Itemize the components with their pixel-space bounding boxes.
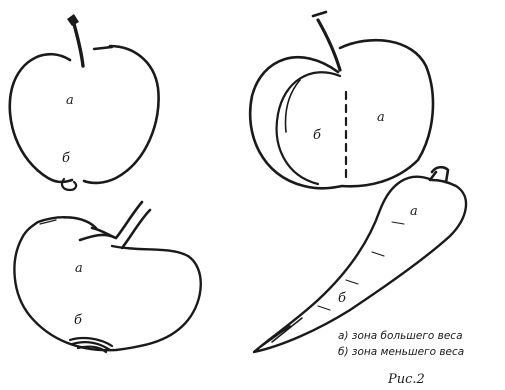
apple-1-label-a: а <box>66 93 74 108</box>
apple-1-label-b: б <box>62 151 70 166</box>
apple-2-stem-tip <box>313 12 326 16</box>
legend-line-a: а) зона большего веса <box>338 330 463 342</box>
potato: а б <box>14 202 200 352</box>
apple-1-top-dash <box>94 47 112 49</box>
carrot-rings <box>318 222 404 310</box>
apple-1-stem <box>73 20 83 66</box>
potato-label-a: а <box>75 261 83 276</box>
legend-line-b: б) зона меньшего веса <box>338 346 464 358</box>
apple-1: а б <box>10 14 159 190</box>
carrot-label-a: а <box>410 204 418 219</box>
apple-2-label-a: а <box>377 110 385 125</box>
apple-2-label-b: б <box>313 128 321 143</box>
carrot-outline <box>254 177 466 352</box>
figure-caption: Рис.2 <box>387 372 425 387</box>
carrot: а б <box>254 167 466 352</box>
apple-2-inner-flesh-line <box>286 80 300 132</box>
apple-2: б а <box>250 12 433 188</box>
potato-label-b: б <box>74 313 82 328</box>
apple-1-stem-tip <box>67 14 79 26</box>
carrot-tip-strokes <box>262 318 302 346</box>
legend: а) зона большего веса б) зона меньшего в… <box>338 330 464 358</box>
carrot-label-b: б <box>338 291 346 306</box>
potato-outline <box>14 217 200 350</box>
